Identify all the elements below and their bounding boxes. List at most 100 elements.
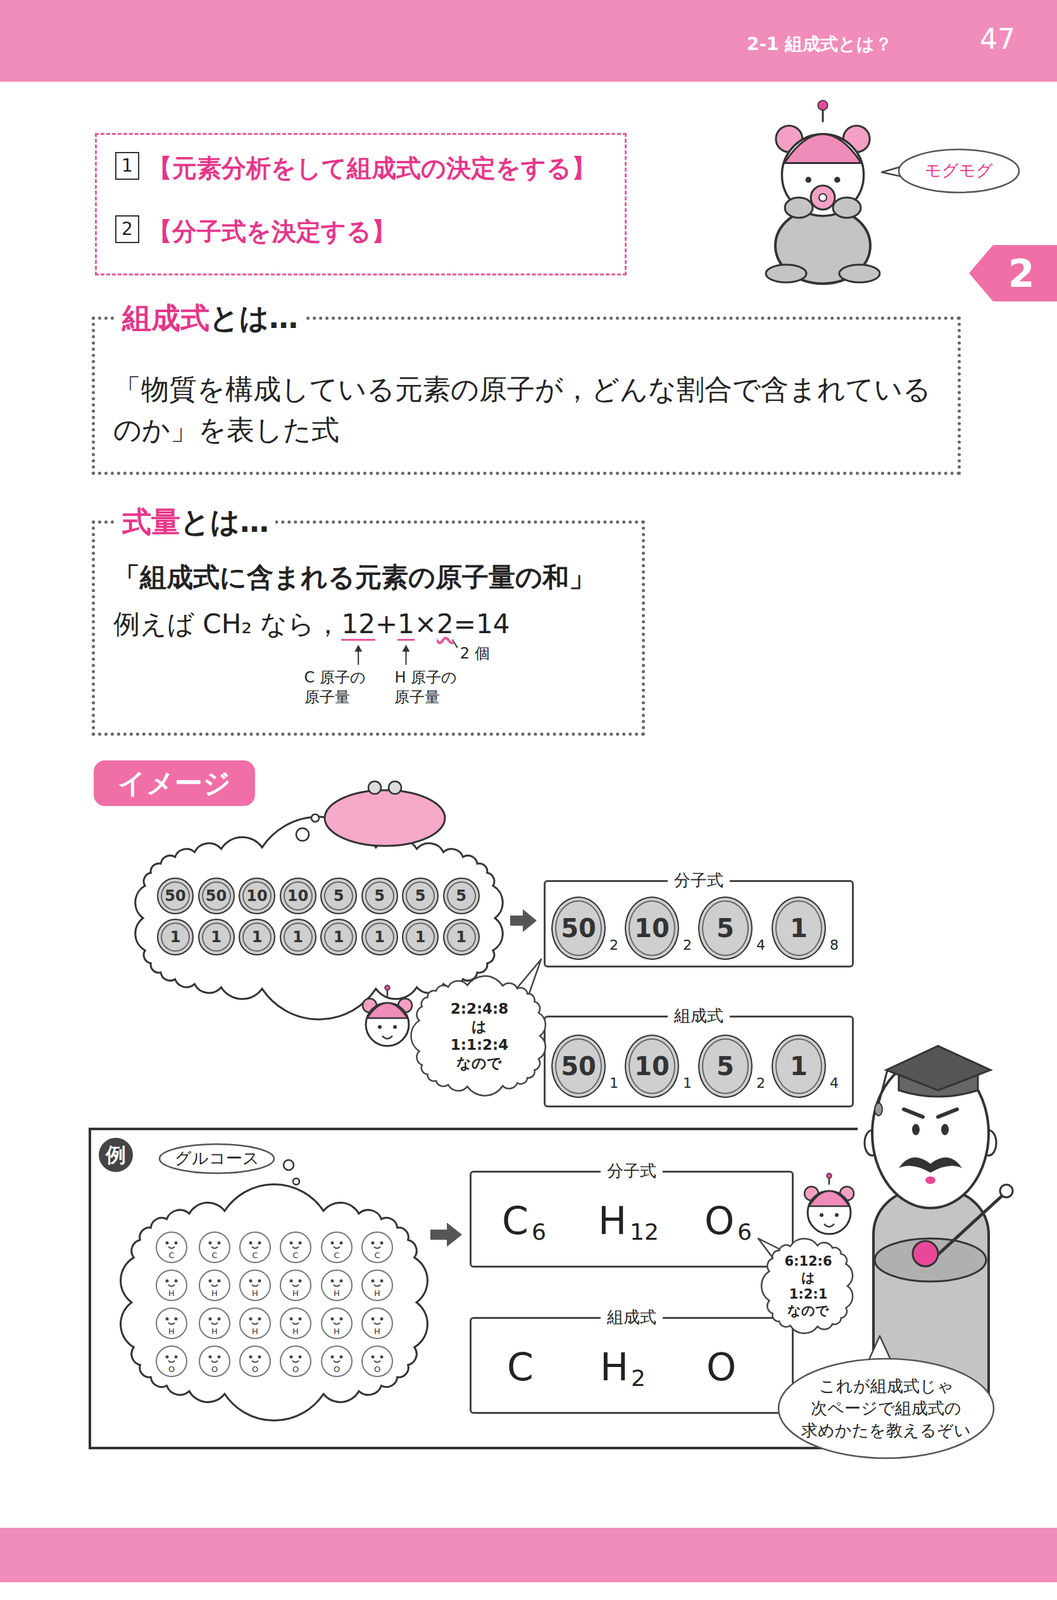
text-label: 6 — [737, 1220, 752, 1244]
atom-eye — [249, 1241, 253, 1245]
coin: 1 — [156, 918, 194, 956]
atom-eye — [289, 1355, 294, 1359]
atom-face: O — [198, 1344, 231, 1377]
text-label: 50 — [205, 888, 227, 904]
atom-mouth — [333, 1322, 340, 1325]
node-outline — [200, 1232, 232, 1264]
atom-eye — [258, 1279, 262, 1283]
text-label: 6:12:6 は 1:2:1 なので — [784, 1252, 832, 1320]
mascot-hat — [367, 1002, 408, 1018]
coin: 54 — [698, 896, 753, 960]
bubble-outline — [159, 1143, 275, 1173]
example-box: 例グルコースCCCCCCHHHHHHHHHHHHOOOOOO分子式C6H12O6… — [88, 1127, 858, 1449]
atom-eye — [258, 1317, 262, 1321]
atom-eye — [249, 1355, 253, 1359]
node-outline — [322, 1308, 354, 1340]
coin: 1 — [443, 918, 480, 956]
node-outline — [413, 979, 546, 1092]
coin: 52 — [698, 1034, 753, 1098]
atom-eye — [339, 1279, 344, 1283]
mascot-eye — [834, 176, 841, 183]
mascot-small — [804, 1172, 854, 1234]
mustache — [898, 1157, 963, 1173]
text-label: 50 — [560, 1053, 597, 1079]
atom-mouth — [168, 1360, 175, 1363]
atom-face: H — [155, 1307, 188, 1339]
text-label: 式量 — [122, 503, 181, 542]
text-label: =14 — [453, 606, 511, 642]
purse-clasp — [368, 781, 382, 794]
atom-face: C — [279, 1231, 312, 1263]
coin: 18 — [771, 896, 826, 960]
text-label: 組成式 — [600, 1306, 663, 1328]
text-label: H — [281, 1326, 311, 1335]
coin: 1 — [361, 918, 399, 956]
mascot-hat — [808, 1190, 850, 1206]
atom-eye — [217, 1279, 221, 1283]
thought-dot — [293, 1177, 300, 1185]
section-tag: イメージ — [93, 760, 256, 806]
text-label: 1 — [210, 929, 222, 945]
atom-face: C — [320, 1231, 353, 1263]
text-label: 組成式 — [122, 299, 210, 338]
atom-mouth — [251, 1246, 259, 1249]
mascot-foot — [765, 264, 807, 283]
atom-eye — [208, 1317, 213, 1321]
mascot-hand — [832, 197, 861, 218]
atom-face: H — [198, 1307, 231, 1339]
node-outline — [240, 1346, 273, 1378]
text-label: 1 — [682, 1074, 692, 1092]
bubble-outline — [898, 149, 1020, 193]
text-label: H — [200, 1326, 230, 1335]
atom-eye — [331, 1317, 335, 1321]
number-box: 1 — [115, 151, 140, 180]
text-label: H — [322, 1326, 352, 1335]
atom-face: H — [279, 1307, 312, 1339]
text-label: 8 — [829, 936, 839, 954]
professor-eye — [941, 1123, 949, 1135]
text-label: モグモグ — [924, 160, 994, 182]
thought-label: グルコース — [158, 1142, 276, 1175]
definition-box: 組成式とは…「物質を構成している元素の原子が，どんな割合で含まれているのか」を表… — [91, 316, 961, 475]
atom-eye — [380, 1355, 384, 1359]
text-label: H — [240, 1288, 270, 1297]
atom-eye — [217, 1241, 221, 1245]
text-label: これが組成式じゃ 次ページで組成式の 求めかたを教えるぞい — [801, 1374, 971, 1442]
text-label: 6 — [531, 1220, 547, 1244]
text-label: 50 — [560, 915, 597, 941]
text-label: 1 — [397, 609, 415, 641]
node-outline — [322, 1346, 354, 1378]
node-outline — [156, 1346, 189, 1378]
atom-eye — [165, 1355, 169, 1359]
donut-hole — [819, 193, 827, 202]
speech-bubble: モグモグ — [897, 148, 1021, 194]
atom-face: H — [361, 1307, 394, 1339]
text-label: 分子式 — [600, 1160, 663, 1182]
text-label: 5 — [333, 888, 345, 904]
text-label: 2:2:4:8 は 1:1:2:4 なので — [450, 999, 509, 1073]
atom-eye — [208, 1241, 213, 1245]
pink-ball — [912, 1240, 939, 1266]
text-label: 50 — [164, 888, 186, 904]
node-outline — [362, 1346, 395, 1378]
atom-mouth — [374, 1284, 381, 1287]
cap-tassel-cord — [878, 1069, 888, 1104]
node-outline — [322, 1232, 354, 1264]
node-outline — [156, 1308, 189, 1340]
text-label: 1 — [789, 915, 808, 941]
header-bar — [0, 0, 1057, 82]
text-label: 10 — [287, 888, 309, 904]
coin: 50 — [198, 877, 235, 914]
mascot-antenna-ball — [817, 100, 828, 111]
coin: 1 — [401, 918, 439, 956]
node-outline — [156, 1232, 189, 1264]
atom-eye — [165, 1279, 169, 1283]
coin: 501 — [551, 1034, 606, 1098]
text-label: C — [506, 1347, 534, 1386]
formula-box: 分子式C6H12O6 — [469, 1170, 794, 1268]
text-label: 12 — [629, 1220, 659, 1244]
formula-box: 組成式CH2O — [469, 1316, 794, 1414]
node-outline — [281, 1232, 313, 1264]
leader-line — [405, 649, 407, 665]
atom-eye — [208, 1355, 213, 1359]
